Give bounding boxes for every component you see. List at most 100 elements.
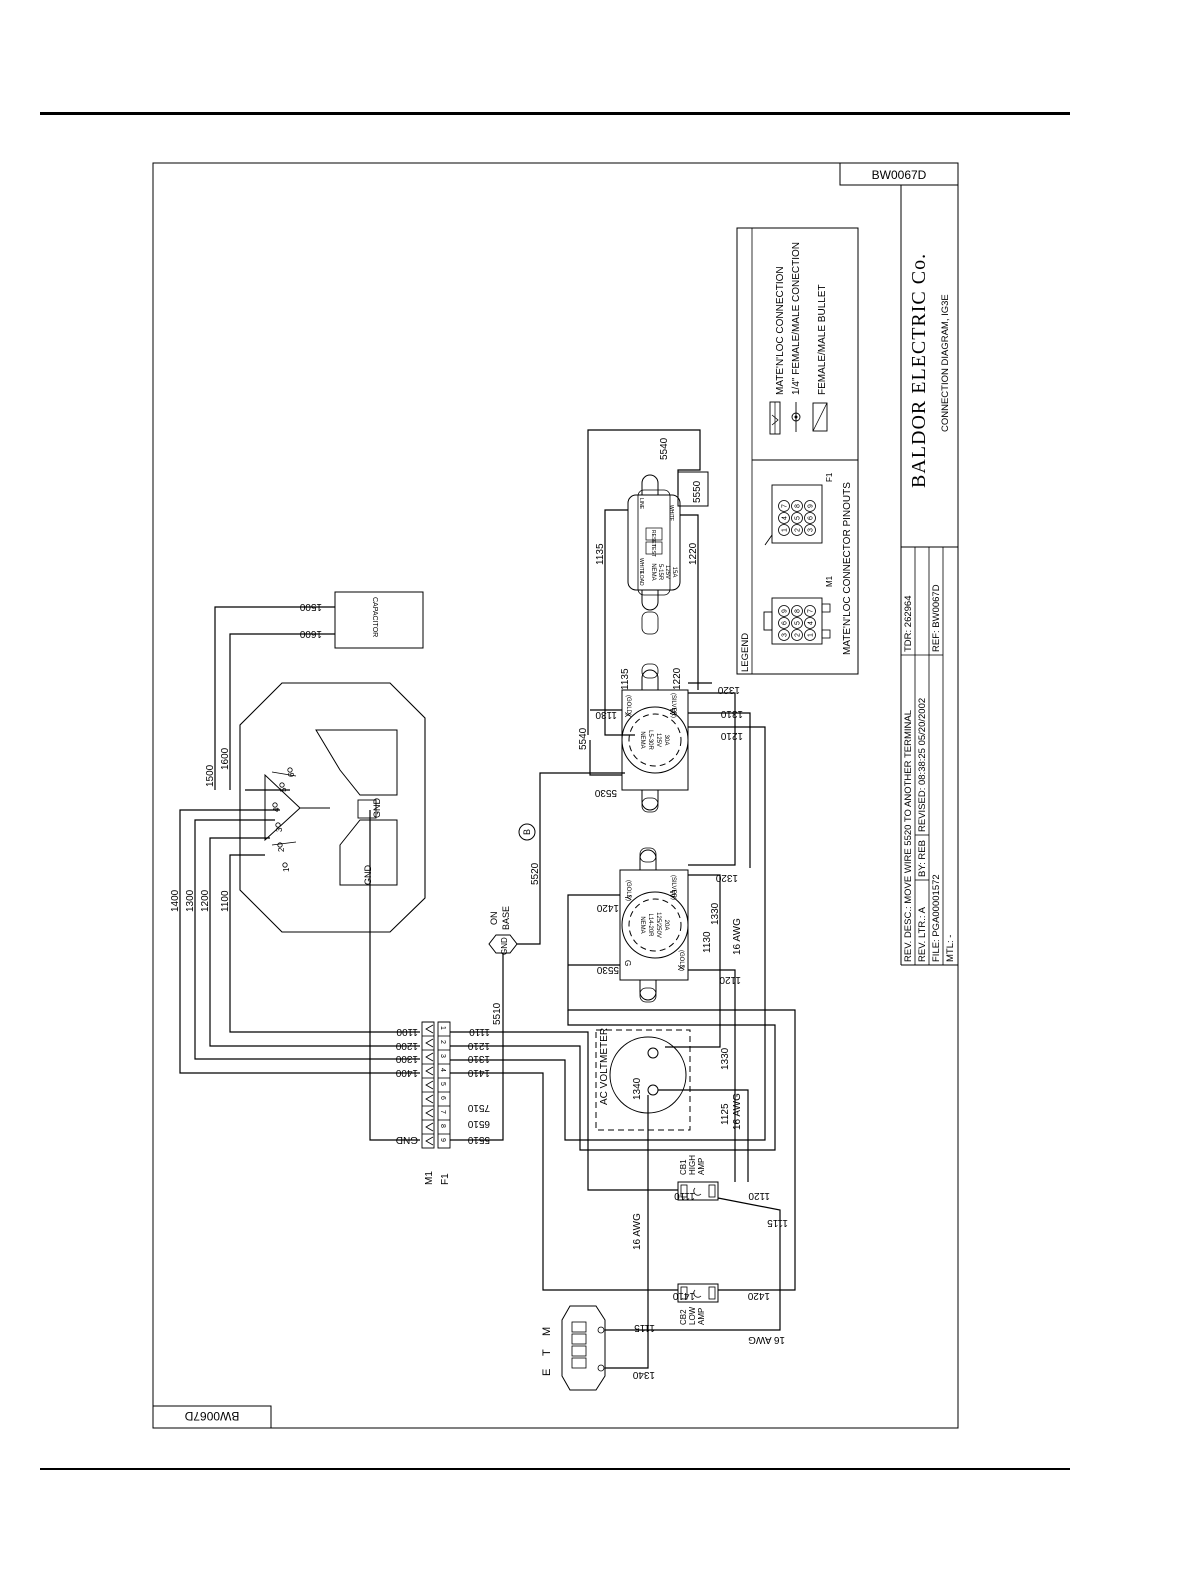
cb2-label-2: LOW	[688, 1306, 697, 1325]
pinouts-title: MATE'N'LOC CONNECTOR PINOUTS	[842, 482, 853, 655]
connector-pin-label: 2	[795, 528, 802, 532]
wire-1330-vm: 1330	[720, 1047, 731, 1070]
circuit-breaker-cb2: CB2 LOW AMP	[677, 1283, 719, 1325]
terminal-left-label: 1200	[395, 1040, 418, 1051]
terminal-arrow	[425, 1024, 434, 1034]
l5-w: W	[668, 708, 677, 716]
connector-pin-label: 6	[782, 621, 789, 625]
wire-5540-l5: 5540	[578, 727, 589, 750]
wire-1420-cb2: 1420	[747, 1290, 770, 1301]
quarter-inch-symbol	[791, 402, 801, 432]
l14-gold-top: (GOLD)	[625, 880, 631, 901]
gfci-white-bottom: WHITE	[638, 558, 644, 575]
mtl: MTL: -	[945, 935, 956, 962]
terminal-left-label: GND	[396, 1134, 418, 1145]
gnd-label-upper: GND	[372, 798, 382, 819]
company-name: BALDOR ELECTRIC Co.	[908, 253, 930, 488]
wire-1120-l14: 1120	[719, 974, 741, 985]
etm-m: M	[541, 1327, 553, 1336]
drawing-frame	[152, 162, 959, 1429]
drawing-number-box-bottom	[152, 1405, 272, 1429]
wire-1500-cap: 1500	[299, 601, 322, 612]
revised: REVISED: 08:38:25 05/20/2002	[917, 698, 928, 832]
wire-1120-cb1: 1120	[748, 1190, 770, 1201]
gfci-line-2: 5-15R	[657, 564, 663, 581]
terminal-arrow	[425, 1066, 434, 1076]
connector-pin	[791, 512, 803, 524]
l5-gold: (GOLD)	[625, 695, 631, 716]
wire-5510: 5510	[492, 1002, 503, 1025]
capacitor: CAPACITOR	[334, 591, 424, 649]
terminal-position: 2	[439, 1040, 446, 1044]
l14-x: X	[676, 965, 685, 971]
wire-1500-rotor: 1500	[205, 764, 216, 787]
by: BY: REB	[917, 840, 928, 877]
connector-pin	[791, 605, 803, 617]
terminal-arrow	[425, 1094, 434, 1104]
terminal-arrow	[425, 1052, 434, 1062]
connector-pin	[778, 605, 790, 617]
connector-pin-label: 4	[782, 516, 789, 520]
cb1-label-1: CB1	[679, 1159, 688, 1175]
wire-1130-l14: 1130	[702, 931, 713, 953]
terminal-left-label: 1400	[395, 1067, 418, 1078]
on-base-label-2: BASE	[501, 906, 511, 930]
terminal-position: 6	[439, 1096, 446, 1100]
connector-pin-label: 2	[795, 633, 802, 637]
awg-cb2: 16 AWG	[748, 1334, 785, 1345]
wire-1420-l14: 1420	[596, 902, 619, 913]
connector-pin-label: 8	[795, 504, 802, 508]
wire-1115-etm: 1115	[634, 1322, 655, 1333]
connector-pin	[791, 629, 803, 641]
bullet-symbol	[812, 402, 828, 432]
terminal-left-label: 1100	[396, 1026, 418, 1037]
capacitor-label: CAPACITOR	[371, 597, 378, 637]
terminal-m1-label: M1	[424, 1171, 435, 1185]
connector-pin-label: 3	[808, 528, 815, 532]
drawing-number-bottom: BW0067D	[184, 1409, 239, 1423]
ac-voltmeter-label: AC VOLTMETER	[599, 1028, 610, 1105]
receptacle-l5-30r: (GOLD) (SILVER) X W NEMA L5-30R 125V 30A	[621, 663, 689, 813]
wire-1135-top: 1135	[595, 543, 606, 565]
l14-line-4: 20A	[663, 920, 669, 931]
l5-line-2: L5-30R	[647, 730, 653, 750]
etm-t: T	[541, 1349, 553, 1356]
cb1-label-3: AMP	[697, 1158, 706, 1175]
cb2-label-3: AMP	[697, 1308, 706, 1325]
awg-etm: 16 AWG	[632, 1213, 643, 1250]
connector-pin	[804, 500, 816, 512]
l5-x: X	[623, 712, 632, 718]
wire-1320-l14: 1320	[715, 872, 738, 883]
connector-pin	[778, 512, 790, 524]
terminal-arrow	[425, 1136, 434, 1146]
wire-5530-l14: 5530	[596, 964, 619, 975]
cb2-label-1: CB2	[679, 1309, 688, 1325]
wire-1100-rotor: 1100	[220, 890, 231, 912]
l14-line-1: NEMA	[639, 916, 645, 933]
rotor-pin-label: 1	[282, 867, 291, 872]
rotor-pin	[275, 822, 281, 828]
wire-1320-l5: 1320	[717, 684, 740, 695]
ac-voltmeter: AC VOLTMETER	[595, 1028, 691, 1131]
connector-pin	[778, 629, 790, 641]
bottom-rule	[40, 1468, 1070, 1470]
terminal-position: 9	[439, 1138, 446, 1142]
terminal-position: 3	[439, 1054, 446, 1058]
terminal-position: 5	[439, 1082, 446, 1086]
on-base-label-1: ON	[489, 912, 499, 926]
connector-pin	[804, 512, 816, 524]
legend-item-1: MATE'N'LOC CONNECTION	[775, 266, 786, 395]
l5-line-4: 30A	[663, 735, 669, 746]
wire-1300-rotor: 1300	[185, 889, 196, 912]
drawing-number-box-top	[839, 162, 959, 186]
drawing-number-top: BW0067D	[872, 168, 927, 182]
wire-1400-rotor: 1400	[170, 889, 181, 912]
connector-pin-label: 3	[782, 633, 789, 637]
title-block: BALDOR ELECTRIC Co. CONNECTION DIAGRAM, …	[900, 184, 958, 966]
gfci-line: LINE	[638, 498, 644, 510]
wire-1340-vm: 1340	[632, 1077, 643, 1100]
rotor-pin-label: 3	[275, 827, 284, 832]
